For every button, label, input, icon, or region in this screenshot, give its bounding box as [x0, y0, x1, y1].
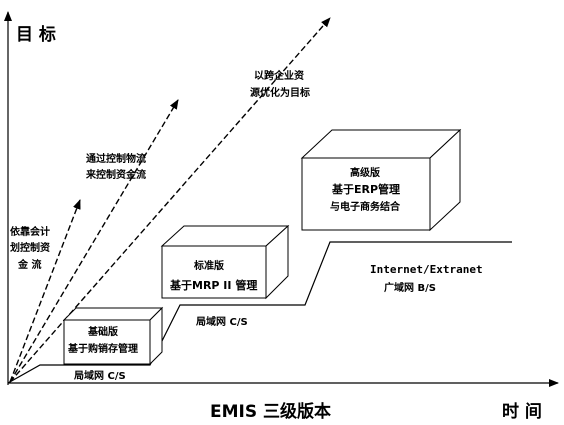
x-axis-label: EMIS 三级版本 [210, 401, 331, 422]
box-standard-title: 标准版 [193, 259, 224, 272]
box-advanced-subtitle-2: 与电子商务结合 [330, 200, 401, 213]
goal-arrow-1 [9, 199, 81, 383]
goal-label-2: 通过控制物流 来控制资金流 [85, 152, 146, 181]
lan-label-2: 局域网 C/S [195, 315, 248, 328]
box-advanced: 高级版 基于ERP管理 与电子商务结合 [300, 128, 462, 232]
box-advanced-title: 高级版 [350, 166, 380, 179]
x-axis-end-label: 时 间 [502, 401, 542, 422]
lan-label-1: 局域网 C/S [73, 369, 126, 382]
box-standard-subtitle: 基于MRP II 管理 [169, 278, 257, 292]
svg-text:金 流: 金 流 [17, 258, 41, 271]
box-standard: 标准版 基于MRP II 管理 [160, 224, 290, 300]
box-advanced-subtitle: 基于ERP管理 [331, 182, 400, 196]
wan-label: 广域网 B/S [384, 281, 436, 294]
goal-arrow-2 [9, 99, 179, 383]
goal-label-1: 依靠会计 划控制资 金 流 [10, 225, 50, 271]
goal-label-3: 以跨企业资 源优化为目标 [250, 69, 310, 99]
svg-text:依靠会计: 依靠会计 [10, 225, 50, 238]
box-basic-subtitle: 基于购销存管理 [67, 342, 138, 355]
svg-text:来控制资金流: 来控制资金流 [85, 168, 146, 181]
internet-label: Internet/Extranet [370, 263, 483, 276]
svg-text:源优化为目标: 源优化为目标 [250, 86, 310, 99]
svg-text:划控制资: 划控制资 [10, 241, 50, 254]
box-basic-title: 基础版 [87, 325, 118, 338]
network-step-line [7, 241, 512, 384]
box-basic: 基础版 基于购销存管理 [62, 306, 164, 366]
svg-text:以跨企业资: 以跨企业资 [254, 69, 304, 82]
y-axis-label: 目 标 [16, 24, 56, 45]
svg-text:通过控制物流: 通过控制物流 [86, 152, 146, 165]
